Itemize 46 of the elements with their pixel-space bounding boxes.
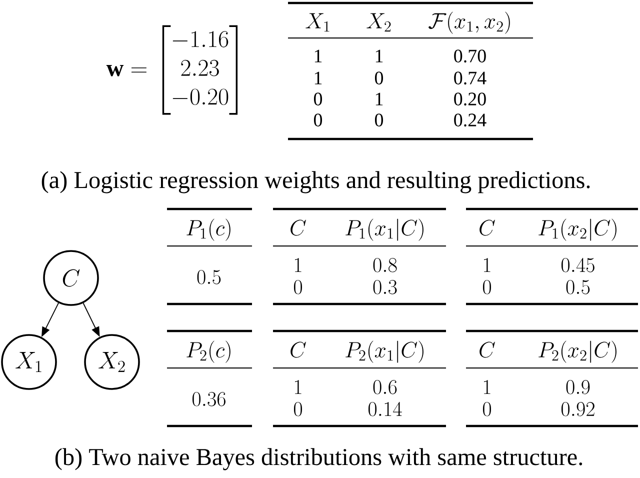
column-header: $C$ xyxy=(290,342,306,358)
table-value: 0 xyxy=(314,92,322,106)
table-value: $0$ xyxy=(482,402,491,416)
table-value: $0.45$ xyxy=(562,258,594,272)
table-value: $0.36$ xyxy=(192,392,226,406)
table-value: $1$ xyxy=(295,380,302,394)
column-header: $X_1$ xyxy=(306,13,330,32)
table-value: $0$ xyxy=(482,280,491,294)
column-header: $P_2(x_2|C)$ xyxy=(538,340,616,363)
table-value: $0.5$ xyxy=(197,270,221,284)
table-value: $0.5$ xyxy=(566,280,590,294)
table-value: 0.20 xyxy=(454,92,486,106)
table-value: $0.14$ xyxy=(368,402,402,416)
column-header: $P_1(c)$ xyxy=(186,218,230,241)
column-header: $P_2(c)$ xyxy=(186,340,230,363)
table-value: $0.3$ xyxy=(373,280,397,294)
table-value: $1$ xyxy=(484,380,490,394)
table-value: $0$ xyxy=(294,280,302,294)
table-value: 1 xyxy=(314,72,322,84)
caption: (a) Logistic regression weights and resulting predictions. xyxy=(42,171,590,194)
table-value: 1 xyxy=(376,50,383,62)
table-value: 0 xyxy=(314,114,322,126)
table-value: $0.9$ xyxy=(566,380,590,394)
table-value: 1 xyxy=(376,92,383,106)
table-value: $0.8$ xyxy=(373,258,397,272)
table-value: 0.24 xyxy=(454,114,486,127)
table-value: 0 xyxy=(374,114,384,126)
table-value: 0 xyxy=(374,72,384,84)
caption: (b) Two naive Bayes distributions with same structure. xyxy=(55,448,582,470)
column-header: $P_1(x_2|C)$ xyxy=(538,218,616,241)
table-value: $1$ xyxy=(295,258,302,272)
table-value: $0.6$ xyxy=(373,380,397,394)
table-value: $0.92$ xyxy=(562,402,594,416)
column-header: $C$ xyxy=(480,342,495,358)
column-header: $\mathcal{F}(x_1, x_2)$ xyxy=(428,12,510,34)
column-header: $P_2(x_1|C)$ xyxy=(346,340,424,363)
table-value: 0.74 xyxy=(454,72,486,85)
weight-vector-formula: $\mathbf{w} = \begin{bmatrix}-1.16\\2.23\\-0.20\end{bmatrix}$ xyxy=(106,25,238,115)
table-value: 0.70 xyxy=(454,50,486,63)
column-header: $X_2$ xyxy=(366,13,391,32)
column-header: $C$ xyxy=(480,220,495,236)
table-value: 1 xyxy=(314,50,322,62)
column-header: $P_1(x_1|C)$ xyxy=(346,218,424,241)
table-value: $0$ xyxy=(294,402,302,416)
column-header: $C$ xyxy=(290,220,306,236)
table-value: $1$ xyxy=(484,258,490,272)
